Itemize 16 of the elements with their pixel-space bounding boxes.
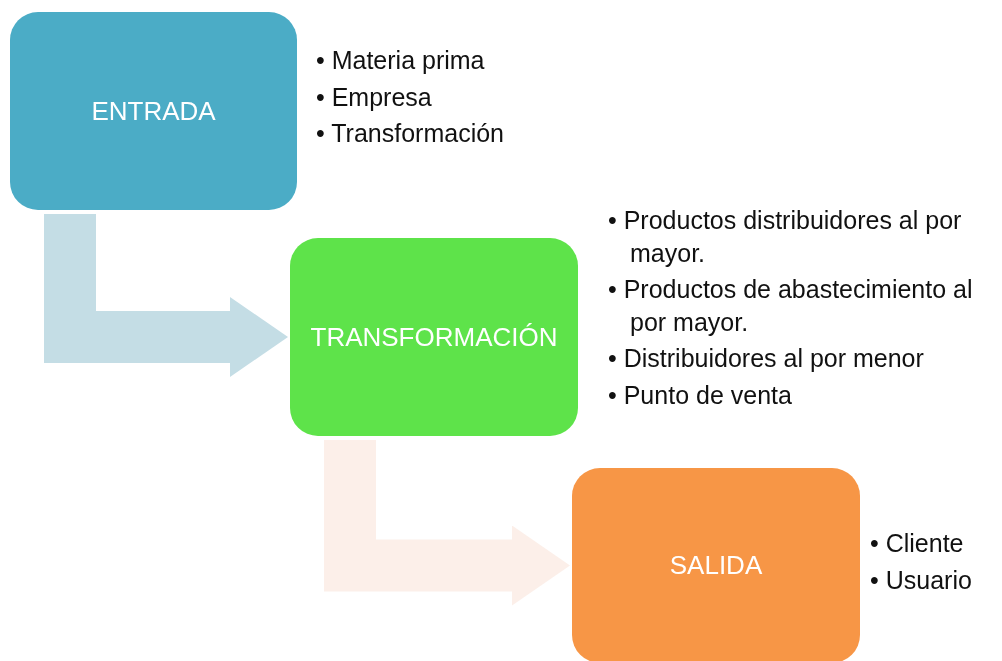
bullet-item: • Productos de abastecimiento al por mayor. xyxy=(608,274,974,338)
bent-arrow xyxy=(44,214,288,377)
bullet-item: • Materia prima xyxy=(316,45,486,76)
box-label: TRANSFORMACIÓN xyxy=(310,321,558,353)
bullet-item: • Punto de venta xyxy=(608,379,793,411)
box-label: SALIDA xyxy=(669,550,763,581)
bullet-item: • Usuario xyxy=(870,564,973,596)
process-box xyxy=(10,12,297,210)
bullet-item: • Empresa xyxy=(316,81,433,113)
box-label: ENTRADA xyxy=(91,95,216,127)
bullet-item: • Distribuidores al por menor xyxy=(608,343,925,374)
process-box xyxy=(572,468,860,661)
bullet-item: • Productos distribuidores al por mayor. xyxy=(608,205,963,269)
bullet-item: • Cliente xyxy=(870,528,965,559)
bullet-item: • Transformación xyxy=(316,118,505,149)
process-box xyxy=(290,238,578,436)
